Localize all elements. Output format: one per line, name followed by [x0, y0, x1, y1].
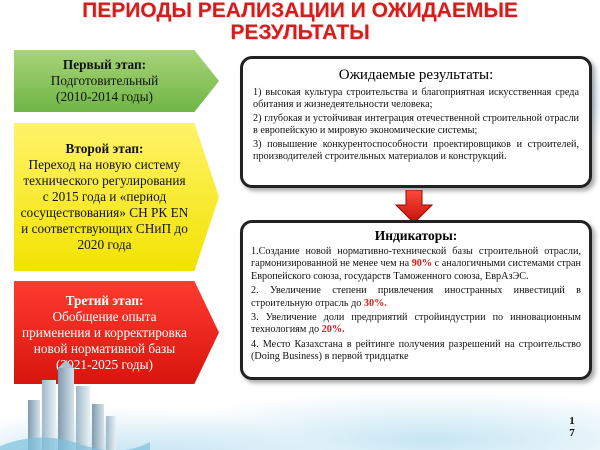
stage-2-text: Переход на новую систему технического ре…	[20, 157, 189, 252]
expected-result-item: 3) повышение конкурентоспособности проек…	[253, 138, 579, 163]
indicator-3-text: 3. Увеличение доли предприятий стройинду…	[251, 312, 581, 336]
page-title-line-1: ПЕРИОДЫ РЕАЛИЗАЦИИ И ОЖИДАЕМЫЕ	[82, 0, 518, 22]
indicators-box: Индикаторы: 1.Создание новой нормативно-…	[240, 220, 592, 380]
city-skyline-icon	[0, 360, 150, 450]
expected-results-list: 1) высокая культура строительства и благ…	[253, 87, 579, 163]
indicator-item-1: 1.Создание новой нормативно-технической …	[251, 246, 581, 283]
indicator-2-value: 30%.	[363, 297, 387, 309]
stage-1-line-2: (2010-2014 годы)	[56, 89, 153, 104]
page-number: 1 7	[566, 415, 578, 439]
page-number-digit-1: 1	[569, 415, 575, 427]
expected-results-title: Ожидаемые результаты:	[338, 67, 494, 83]
indicator-3-value: 20%.	[321, 324, 345, 336]
stage-1-line-1: Подготовительный	[50, 73, 159, 88]
stage-1-arrow: Первый этап: Подготовительный (2010-2014…	[14, 50, 219, 112]
stage-2-heading: Второй этап:	[65, 141, 144, 156]
indicator-item-2: 2. Увеличение степени привлечения иностр…	[251, 285, 581, 310]
indicator-1-text: 1.Создание новой нормативно-технической …	[251, 246, 581, 270]
indicator-2-text: 2. Увеличение степени привлечения иностр…	[251, 285, 581, 309]
stage-3-heading: Третий этап:	[65, 292, 144, 308]
page-title: ПЕРИОДЫ РЕАЛИЗАЦИИ И ОЖИДАЕМЫЕ РЕЗУЛЬТАТ…	[0, 0, 600, 48]
indicators-title: Индикаторы:	[374, 228, 458, 243]
indicator-item-4: 4. Место Казахстана в рейтинге получения…	[251, 338, 581, 363]
indicator-1-value: 90%	[411, 258, 433, 270]
down-arrow-icon	[395, 190, 433, 224]
stage-3-line-1: Обобщение опыта применения и корректиров…	[22, 308, 187, 356]
page-number-digit-2: 7	[569, 427, 575, 439]
stage-3-line-2: (2021-2025 годы)	[56, 356, 153, 372]
indicator-1-text-end: с аналогичными системами стран Европейск…	[251, 258, 581, 282]
stage-3-arrow: Третий этап: Обобщение опыта применения …	[14, 281, 219, 384]
expected-results-box: Ожидаемые результаты: 1) высокая культур…	[240, 56, 592, 188]
indicators-list: 1.Создание новой нормативно-технической …	[251, 246, 581, 364]
expected-result-item: 2) глубокая и устойчивая интеграция отеч…	[253, 112, 579, 137]
stage-1-heading: Первый этап:	[62, 57, 147, 72]
expected-result-item: 1) высокая культура строительства и благ…	[253, 87, 579, 111]
indicator-item-3: 3. Увеличение доли предприятий стройинду…	[251, 312, 581, 337]
page-title-line-2: РЕЗУЛЬТАТЫ	[230, 21, 370, 44]
stage-2-arrow: Второй этап: Переход на новую систему те…	[14, 123, 219, 271]
